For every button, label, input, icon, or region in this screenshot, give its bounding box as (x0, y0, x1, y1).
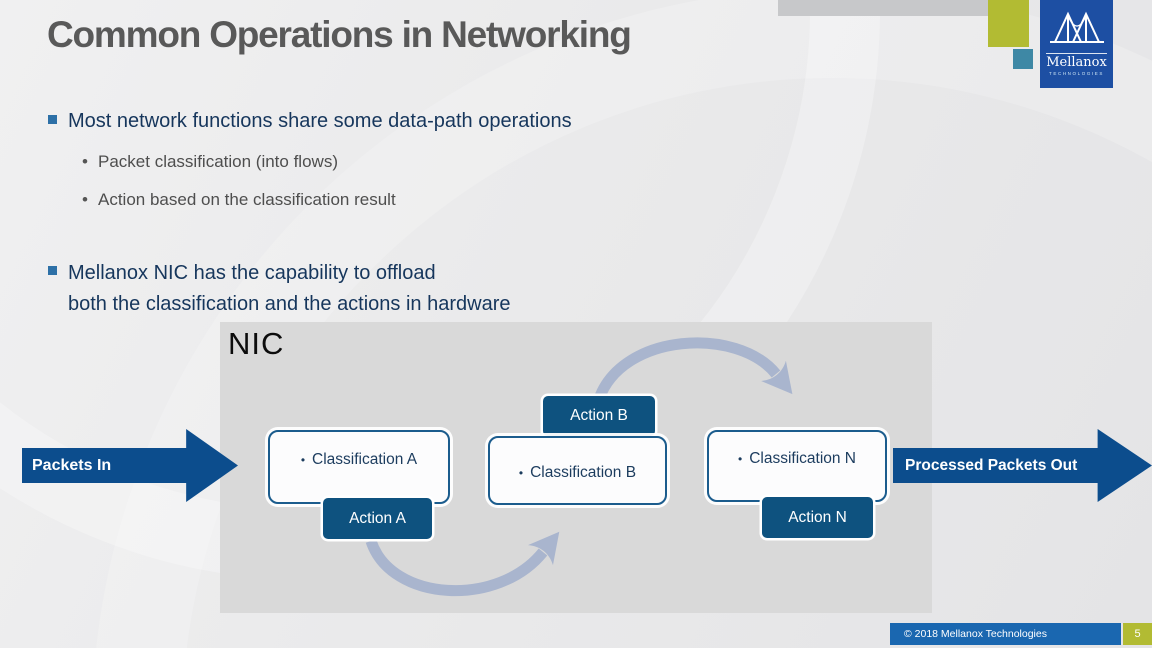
action-a-box: Action A (323, 498, 432, 539)
classification-n-box: • Classification N (707, 430, 887, 502)
action-n-label: Action N (788, 508, 847, 526)
teal-accent-square (1013, 49, 1033, 69)
classification-n-label: Classification N (749, 450, 856, 467)
action-a-label: Action A (349, 509, 406, 527)
classification-a-label: Classification A (312, 451, 418, 468)
classification-a-box: • Classification A (268, 430, 450, 504)
classification-b-label: Classification B (530, 463, 637, 481)
page-number: 5 (1134, 628, 1141, 640)
sub-bullet-2-text: Action based on the classification resul… (98, 190, 396, 209)
sub-bullet-1-text: Packet classification (into flows) (98, 152, 338, 171)
packets-out-label: Processed Packets Out (905, 456, 1078, 474)
bullet-2-line1: Mellanox NIC has the capability to offlo… (68, 262, 436, 284)
logo-wordmark: Mellanox (1046, 53, 1107, 70)
logo-tagline: TECHNOLOGIES (1049, 71, 1104, 76)
sub-bullet-2: • Action based on the classification resu… (82, 190, 396, 210)
bullet-square-icon (48, 266, 57, 275)
top-gray-bar (778, 0, 990, 16)
sub-bullet-1: • Packet classification (into flows) (82, 152, 338, 172)
action-n-box: Action N (762, 497, 873, 538)
box-bullet-dot-icon: • (518, 465, 524, 480)
action-b-box: Action B (543, 396, 655, 436)
sub-bullet-dot-icon: • (82, 190, 88, 209)
mellanox-logo: Mellanox TECHNOLOGIES (1040, 0, 1113, 88)
classification-a-content: • Classification A (301, 451, 417, 469)
classification-b-box: • Classification B (488, 436, 667, 505)
action-b-label: Action B (570, 407, 628, 424)
slide-title: Common Operations in Networking (47, 14, 632, 55)
sub-bullet-dot-icon: • (82, 152, 88, 171)
box-bullet-dot-icon: • (737, 452, 743, 466)
classification-b-content: • Classification B (519, 464, 636, 482)
nic-panel-label: NIC (228, 326, 285, 361)
bullet-2-text: Mellanox NIC has the capability to offlo… (68, 258, 511, 320)
bridge-icon (1047, 0, 1107, 51)
footer-copyright-bar: © 2018 Mellanox Technologies (890, 623, 1121, 645)
bullet-2-line2: both the classification and the actions … (68, 293, 511, 315)
packets-in-label: Packets In (32, 456, 112, 474)
bullet-1-text: Most network functions share some data-p… (68, 110, 572, 132)
classification-n-content: • Classification N (738, 450, 856, 468)
footer-copyright-text: © 2018 Mellanox Technologies (904, 628, 1047, 640)
olive-accent-square (988, 0, 1029, 47)
bullet-square-icon (48, 115, 57, 124)
packets-in-arrow: Packets In (22, 429, 238, 502)
page-number-badge: 5 (1123, 623, 1152, 645)
box-bullet-dot-icon: • (300, 453, 306, 467)
